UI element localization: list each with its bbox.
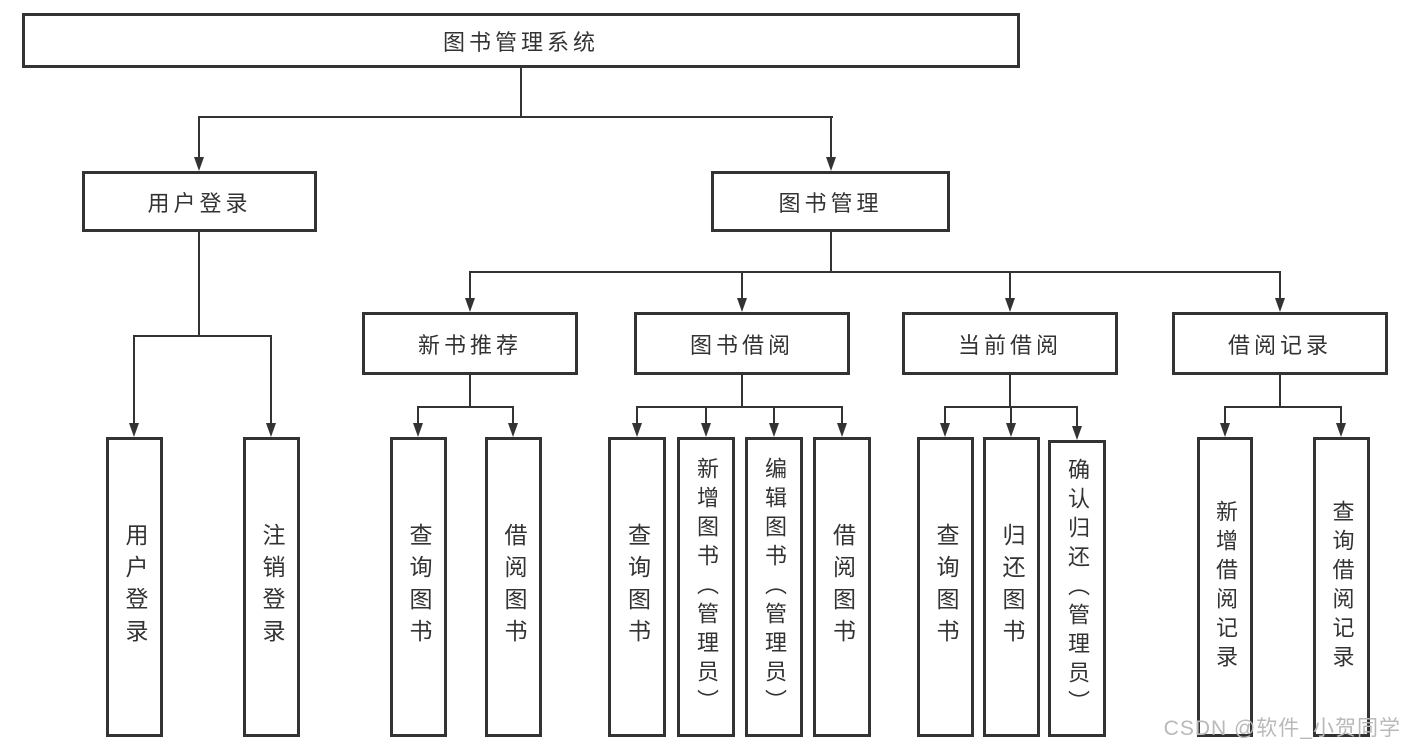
connector-hline <box>199 116 833 118</box>
node-book-management: 图书管理 <box>711 171 950 232</box>
arrow-down-icon <box>940 423 950 437</box>
connector-vline <box>520 68 522 117</box>
leaf-edit-book-admin: 编辑图书（管理员） <box>745 437 803 737</box>
arrow-down-icon <box>465 298 475 312</box>
leaf-query-book-3: 查询图书 <box>917 437 974 737</box>
leaf-logout-label: 注销登录 <box>259 523 285 651</box>
leaf-logout: 注销登录 <box>243 437 300 737</box>
node-user-login: 用户登录 <box>82 171 317 232</box>
leaf-query-book-2-label: 查询图书 <box>624 523 651 651</box>
connector-vline <box>1279 271 1281 300</box>
arrow-down-icon <box>266 423 276 437</box>
leaf-borrow-book-1: 借阅图书 <box>485 437 542 737</box>
leaf-user-login: 用户登录 <box>106 437 163 737</box>
connector-vline <box>841 406 843 425</box>
connector-vline <box>417 406 419 425</box>
leaf-borrow-book-2: 借阅图书 <box>813 437 871 737</box>
arrow-down-icon <box>508 423 518 437</box>
watermark-text: CSDN @软件_小贺同学 <box>1163 717 1401 740</box>
connector-vline <box>741 375 743 407</box>
leaf-user-login-label: 用户登录 <box>122 523 148 651</box>
connector-vline <box>830 116 832 159</box>
connector-vline <box>944 406 946 425</box>
node-borrow-record-label: 借阅记录 <box>1227 332 1332 358</box>
connector-hline <box>418 406 514 408</box>
connector-vline <box>1009 271 1011 300</box>
arrow-down-icon <box>737 298 747 312</box>
node-root-label: 图书管理系统 <box>442 29 599 55</box>
connector-hline <box>134 335 272 337</box>
arrow-down-icon <box>194 157 204 171</box>
arrow-down-icon <box>632 423 642 437</box>
node-current-borrow-label: 当前借阅 <box>957 332 1062 358</box>
connector-vline <box>1009 375 1011 407</box>
connector-hline <box>1225 406 1342 408</box>
leaf-borrow-book-2-label: 借阅图书 <box>829 523 856 651</box>
leaf-add-borrow-record-label: 新增借阅记录 <box>1213 500 1238 674</box>
leaf-query-book-2: 查询图书 <box>608 437 666 737</box>
arrow-down-icon <box>826 157 836 171</box>
node-new-book-recommend: 新书推荐 <box>362 312 578 375</box>
leaf-add-book-admin-label: 新增图书（管理员） <box>694 456 719 718</box>
leaf-query-borrow-record: 查询借阅记录 <box>1313 437 1370 737</box>
arrow-down-icon <box>701 423 711 437</box>
leaf-add-book-admin: 新增图书（管理员） <box>677 437 735 737</box>
leaf-query-book-3-label: 查询图书 <box>933 523 959 651</box>
leaf-confirm-return-admin: 确认归还（管理员） <box>1048 440 1106 737</box>
connector-hline <box>637 406 843 408</box>
leaf-query-book-1: 查询图书 <box>390 437 447 737</box>
arrow-down-icon <box>1005 298 1015 312</box>
connector-vline <box>1076 406 1078 428</box>
leaf-return-book: 归还图书 <box>983 437 1040 737</box>
leaf-edit-book-admin-label: 编辑图书（管理员） <box>762 456 787 718</box>
arrow-down-icon <box>129 423 139 437</box>
connector-vline <box>1340 406 1342 425</box>
connector-vline <box>636 406 638 425</box>
connector-vline <box>133 335 135 425</box>
connector-vline <box>1224 406 1226 425</box>
node-user-login-label: 用户登录 <box>147 190 252 216</box>
node-book-management-label: 图书管理 <box>778 190 883 216</box>
node-book-borrow-label: 图书借阅 <box>689 332 794 358</box>
leaf-return-book-label: 归还图书 <box>999 523 1025 651</box>
leaf-query-borrow-record-label: 查询借阅记录 <box>1329 500 1355 674</box>
connector-vline <box>198 116 200 159</box>
connector-vline <box>512 406 514 425</box>
connector-vline <box>270 335 272 425</box>
connector-vline <box>1279 375 1281 407</box>
arrow-down-icon <box>1006 423 1016 437</box>
connector-vline <box>741 271 743 300</box>
node-book-borrow: 图书借阅 <box>634 312 850 375</box>
arrow-down-icon <box>837 423 847 437</box>
connector-vline <box>469 271 471 300</box>
leaf-borrow-book-1-label: 借阅图书 <box>501 523 527 651</box>
leaf-add-borrow-record: 新增借阅记录 <box>1197 437 1253 737</box>
connector-vline <box>705 406 707 425</box>
arrow-down-icon <box>1275 298 1285 312</box>
node-new-book-recommend-label: 新书推荐 <box>417 332 522 358</box>
connector-vline <box>773 406 775 425</box>
arrow-down-icon <box>1336 423 1346 437</box>
node-current-borrow: 当前借阅 <box>902 312 1118 375</box>
leaf-query-book-1-label: 查询图书 <box>406 523 432 651</box>
node-root: 图书管理系统 <box>22 13 1020 68</box>
arrow-down-icon <box>769 423 779 437</box>
connector-vline <box>198 232 200 336</box>
arrow-down-icon <box>1072 426 1082 440</box>
arrow-down-icon <box>1220 423 1230 437</box>
connector-vline <box>469 375 471 407</box>
connector-vline <box>830 232 832 272</box>
leaf-confirm-return-admin-label: 确认归还（管理员） <box>1065 458 1090 719</box>
node-borrow-record: 借阅记录 <box>1172 312 1388 375</box>
connector-hline <box>470 271 1281 273</box>
connector-vline <box>1010 406 1012 425</box>
arrow-down-icon <box>413 423 423 437</box>
